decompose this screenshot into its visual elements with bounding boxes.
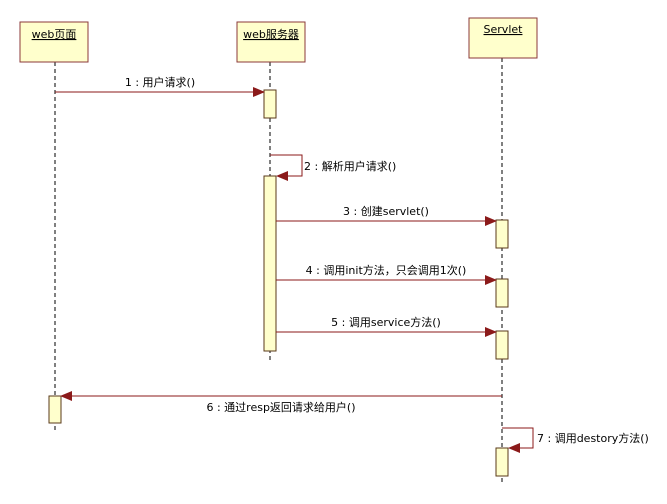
message-6-label: 6 : 通过resp返回请求给用户()	[206, 400, 355, 414]
message-5: 5 : 调用service方法()	[276, 315, 497, 337]
message-7: 7 : 调用destory方法()	[502, 427, 649, 453]
activation-servlet-3	[495, 330, 509, 360]
participant-server: web服务器	[236, 21, 306, 63]
participant-servlet: Servlet	[468, 17, 538, 59]
activation-server-1	[263, 89, 277, 119]
participant-web-label: web页面	[32, 28, 77, 41]
message-3: 3 : 创建servlet()	[276, 204, 497, 226]
participant-web: web页面	[19, 21, 89, 63]
message-2-label: 2 : 解析用户请求()	[304, 159, 396, 173]
activation-web-1	[48, 395, 62, 424]
activation-server-2	[263, 175, 277, 352]
message-3-label: 3 : 创建servlet()	[343, 204, 429, 218]
activation-servlet-1	[495, 219, 509, 249]
message-1: 1 : 用户请求()	[55, 75, 265, 97]
participant-server-label: web服务器	[243, 28, 299, 41]
message-7-label: 7 : 调用destory方法()	[537, 431, 649, 445]
message-4: 4 : 调用init方法，只会调用1次()	[276, 263, 497, 285]
activation-servlet-4	[495, 447, 509, 477]
message-4-label: 4 : 调用init方法，只会调用1次()	[306, 263, 467, 277]
activation-servlet-2	[495, 278, 509, 308]
message-6: 6 : 通过resp返回请求给用户()	[60, 391, 502, 414]
message-5-label: 5 : 调用service方法()	[331, 315, 441, 329]
message-2: 2 : 解析用户请求()	[270, 154, 396, 181]
participant-servlet-label: Servlet	[484, 23, 524, 36]
message-1-label: 1 : 用户请求()	[125, 75, 195, 89]
